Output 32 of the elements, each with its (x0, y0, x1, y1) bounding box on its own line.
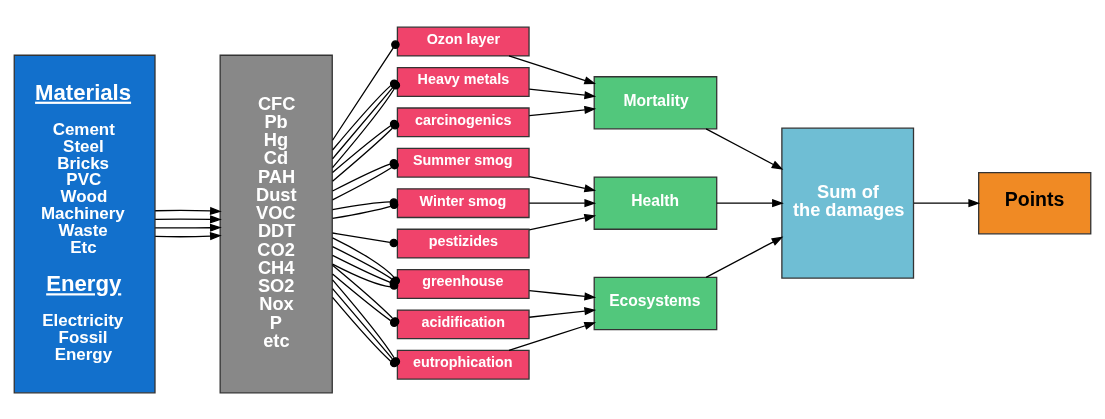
node-box: Mortality (593, 75, 718, 129)
arrow (528, 213, 597, 230)
node-box: Materials Cement Steel Bricks PVC Wood Machinery Waste Etc Energy Electricity Fossil Energy (13, 54, 156, 393)
node-box: acidification (396, 308, 530, 339)
arrow (528, 105, 597, 116)
node-box: Points (978, 171, 1092, 234)
arrow (154, 206, 222, 215)
arrow (528, 198, 597, 207)
arrow (716, 198, 784, 207)
arrow (705, 127, 784, 170)
node-box: CFC Pb Hg Cd PAH Dust VOC DDT CO2 CH4 SO2 Nox P etc (219, 54, 333, 393)
arrow (528, 87, 597, 99)
arrow (154, 214, 222, 223)
arrow (154, 231, 222, 240)
node-box: Winter smog (396, 187, 530, 218)
node-box: carcinogenics (396, 106, 530, 137)
arrow (528, 289, 597, 300)
node-box: Sum of the damages (781, 127, 915, 279)
arrow (528, 306, 597, 318)
node-box: Ozon layer (396, 26, 530, 57)
arrow (528, 175, 597, 192)
node-box: eutrophication (396, 349, 530, 380)
arrow (705, 236, 784, 278)
node-box: Summer smog (396, 147, 530, 178)
arrow (913, 198, 981, 207)
node-box: Health (593, 175, 718, 230)
node-box: pestizides (396, 228, 530, 259)
node-box: Heavy metals (396, 66, 530, 97)
node-box: Ecosystems (593, 276, 718, 330)
arrow (154, 223, 222, 232)
node-box: greenhouse (396, 268, 530, 299)
connector (331, 231, 399, 247)
